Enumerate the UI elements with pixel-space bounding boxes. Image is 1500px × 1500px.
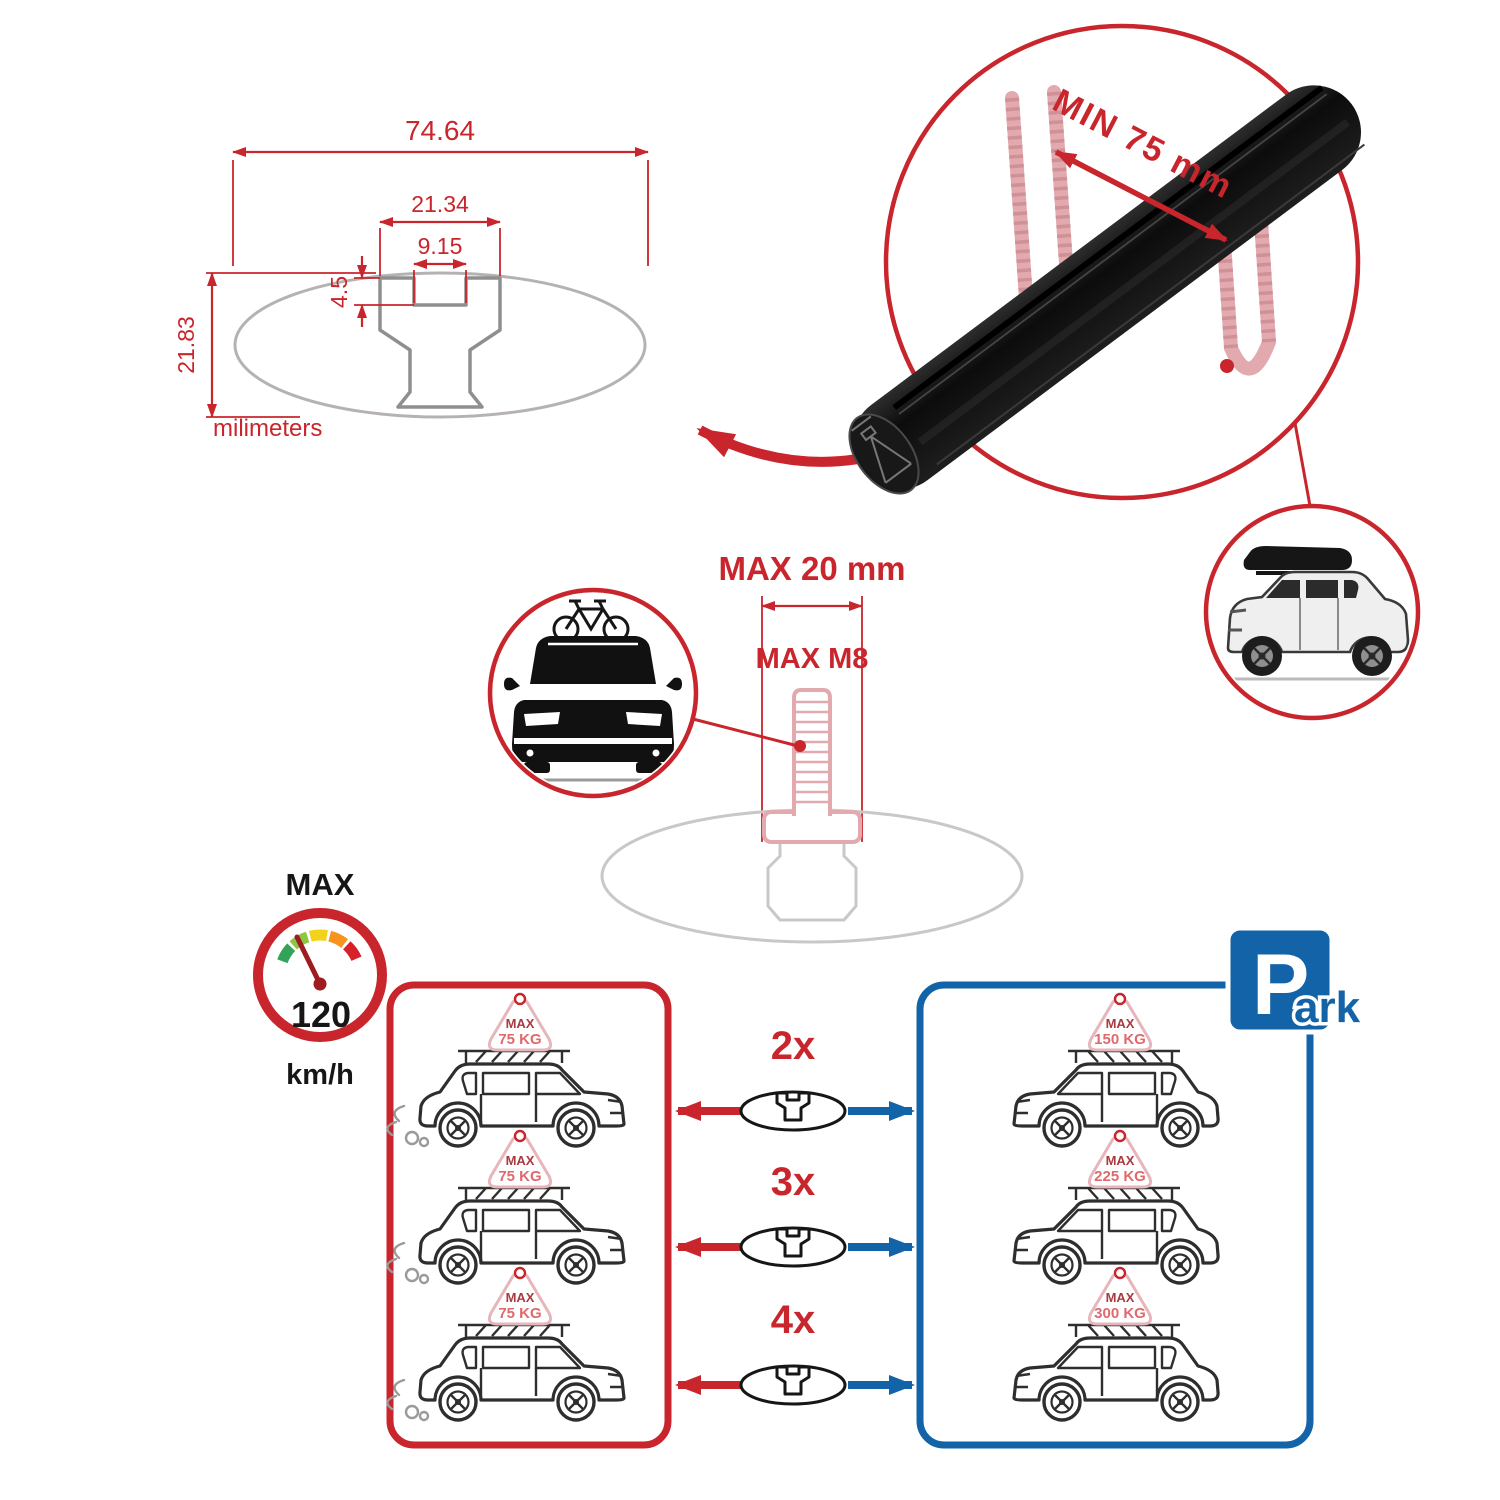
bolt-pointer-dot	[794, 740, 806, 752]
load-badge-moving-3: MAX 75 KG	[487, 1266, 553, 1326]
min-span-arrow	[1054, 149, 1228, 243]
t-slot-profile	[378, 276, 502, 409]
parked-load-box: MAX 150 KG MAX 225 KG MAX 300 KG P ark	[916, 925, 1364, 1449]
detail-circle-outline	[883, 23, 1361, 501]
total-width-dimension: 74.64	[405, 115, 475, 146]
svg-text:75 KG: 75 KG	[498, 1168, 541, 1185]
bar-quantity-column: 2x 3x 4x	[675, 1024, 915, 1406]
motion-lines	[386, 1378, 430, 1422]
max-thread-label: MAX M8	[756, 643, 869, 675]
faded-profile-stem	[766, 842, 858, 922]
aero-bar-render	[848, 85, 1365, 495]
bar-ellipse-outline	[233, 271, 647, 419]
svg-text:75 KG: 75 KG	[498, 1031, 541, 1048]
svg-text:MAX: MAX	[1106, 1016, 1135, 1031]
crossbar-icon-3	[739, 1364, 847, 1406]
bar-height-dimension: 21.83	[173, 316, 199, 374]
speed-value: 120	[291, 994, 351, 1035]
roofbox-car-circle	[1203, 503, 1421, 721]
slot-width-dimension: 9.15	[418, 233, 463, 259]
speed-limit-gauge: MAX 120 km/h	[253, 867, 387, 1091]
crossbar-icon-2	[739, 1226, 847, 1268]
car-front-with-bike	[500, 599, 686, 782]
cross-section-diagram: 74.64 21.34 9.15 4.5 21.83 milimeters	[173, 115, 649, 442]
multiplier-label-3: 4x	[771, 1298, 816, 1342]
park-sign: P ark	[1225, 925, 1364, 1036]
channel-width-dimension: 21.34	[411, 191, 469, 217]
svg-text:MAX: MAX	[506, 1153, 535, 1168]
load-badge-moving-1: MAX 75 KG	[487, 992, 553, 1052]
load-badge-parked-2: MAX 225 KG	[1087, 1129, 1153, 1189]
motion-lines	[386, 1104, 430, 1148]
park-letter: P	[1252, 937, 1309, 1033]
max-width-label: MAX 20 mm	[718, 550, 905, 587]
tbolt-diagram: MAX 20 mm MAX M8	[600, 550, 1024, 944]
load-badge-parked-3: MAX 300 KG	[1087, 1266, 1153, 1326]
clamp-point-dot	[1220, 359, 1234, 373]
gauge-needle	[294, 934, 323, 987]
svg-text:MAX: MAX	[1106, 1153, 1135, 1168]
min-span-label: MIN 75 mm	[1047, 82, 1240, 207]
svg-text:225 KG: 225 KG	[1094, 1168, 1146, 1185]
svg-text:300 KG: 300 KG	[1094, 1305, 1146, 1322]
circle-connector-line	[1293, 422, 1312, 507]
bike-car-circle	[487, 587, 699, 799]
units-label: milimeters	[213, 415, 322, 442]
t-bolt	[762, 688, 862, 844]
speed-unit: km/h	[286, 1059, 354, 1091]
motion-lines	[386, 1241, 430, 1285]
svg-text:MAX: MAX	[506, 1290, 535, 1305]
gauge-max-label: MAX	[286, 867, 355, 902]
suv-with-roofbox	[1215, 546, 1410, 681]
svg-text:MAX: MAX	[506, 1016, 535, 1031]
load-badge-parked-1: MAX 150 KG	[1087, 992, 1153, 1052]
svg-text:75 KG: 75 KG	[498, 1305, 541, 1322]
load-badge-moving-2: MAX 75 KG	[487, 1129, 553, 1189]
multiplier-label-2: 3x	[771, 1160, 816, 1204]
crossbar-icon-1	[739, 1090, 847, 1132]
lip-depth-dimension: 4.5	[326, 276, 352, 308]
svg-text:150 KG: 150 KG	[1094, 1031, 1146, 1048]
park-suffix: ark	[1294, 983, 1361, 1032]
svg-text:MAX: MAX	[1106, 1290, 1135, 1305]
multiplier-label-1: 2x	[771, 1024, 816, 1068]
bicycle-icon	[548, 599, 636, 643]
max-speed-load-box: MAX 75 KG MAX 75 KG MAX 75 KG	[386, 981, 672, 1449]
